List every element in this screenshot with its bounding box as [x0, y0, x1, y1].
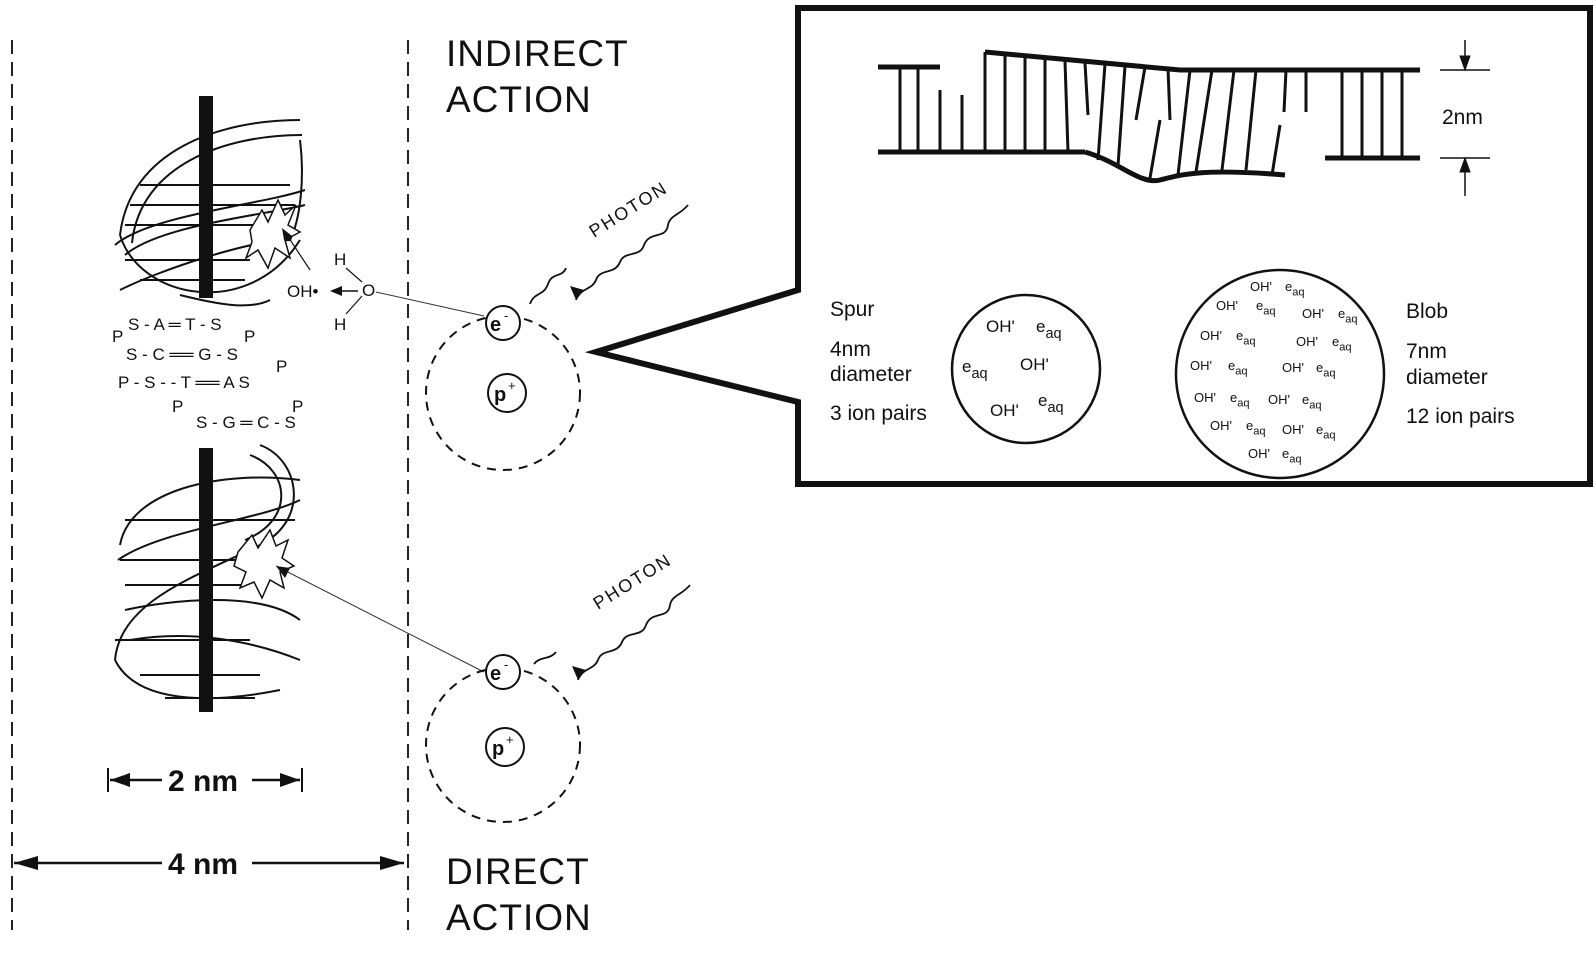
spur-electron-aq: eaq: [1038, 391, 1064, 416]
spur-oh-radical: OH': [1020, 355, 1049, 374]
seq-p: P: [244, 327, 255, 346]
blob-electron-aq: eaq: [1302, 392, 1322, 412]
photon-wave-top: [575, 204, 689, 301]
upper-damage-burst: [244, 198, 302, 270]
spur-diameter-label: diameter: [830, 363, 912, 386]
indirect-action-label-2: ACTION: [446, 79, 592, 120]
water-oxygen: O: [362, 281, 375, 300]
blob-electron-aq: eaq: [1332, 334, 1352, 354]
direct-atom: e - p +: [425, 654, 581, 823]
photon-arrow-top: [570, 286, 584, 300]
width-2nm-label: 2 nm: [168, 765, 238, 798]
blob-oh-radical: OH': [1282, 422, 1304, 437]
spur-electron-aq: eaq: [962, 357, 988, 382]
blob-oh-radical: OH': [1282, 360, 1304, 375]
proton-charge: +: [508, 378, 516, 393]
base-pair-sequence: P S - A ═ T - S P S - C ══ G - S P P - S…: [112, 315, 303, 432]
hydroxyl-radical-label: OH•: [287, 282, 319, 301]
direct-action-arrow: [276, 566, 290, 578]
blob-oh-radical: OH': [1200, 328, 1222, 343]
spur-oh-radical: OH': [986, 317, 1015, 336]
electron-label: e: [490, 663, 501, 685]
blob-oh-radical: OH': [1250, 279, 1272, 294]
spur-electron-aq: eaq: [1036, 317, 1062, 342]
electron-charge: -: [504, 308, 508, 323]
seq-p: P: [172, 397, 183, 416]
seq-row-3: P - S - - T ══ A S: [118, 373, 250, 392]
blob-diameter-value: 7nm: [1406, 340, 1447, 363]
photon-label-top: PHOTON: [586, 177, 672, 241]
blob-oh-radical: OH': [1216, 298, 1238, 313]
blob-electron-aq: eaq: [1246, 418, 1266, 438]
direct-action-label-2: ACTION: [446, 897, 592, 938]
spur-oh-radical: OH': [990, 401, 1019, 420]
indirect-atom: e - p +: [425, 305, 581, 471]
proton-charge: +: [506, 732, 514, 747]
blob-electron-aq: eaq: [1338, 306, 1358, 326]
blob-electron-aq: eaq: [1230, 390, 1250, 410]
seq-row-1: S - A ═ T - S: [128, 315, 222, 334]
blob-oh-radical: OH': [1194, 390, 1216, 405]
water-h-bottom: H: [334, 315, 346, 334]
proton-label: p: [492, 738, 504, 760]
electron-to-dna-line: [275, 565, 485, 673]
blob-electron-aq: eaq: [1316, 422, 1336, 442]
width-4nm-label: 4 nm: [168, 848, 238, 881]
blob-oh-radical: OH': [1268, 392, 1290, 407]
width-4nm-indicator: 4 nm: [14, 848, 404, 881]
blob-diameter-label: diameter: [1406, 366, 1488, 389]
blob-oh-radical: OH': [1248, 446, 1270, 461]
seq-row-4: S - G ═ C - S: [196, 413, 296, 432]
blob-oh-radical: OH': [1210, 418, 1232, 433]
electron-to-water-line: [375, 291, 485, 317]
width-2nm-indicator: 2 nm: [107, 765, 303, 798]
spur-diameter-value: 4nm: [830, 338, 871, 361]
dna-strand-break-schematic: [878, 49, 1420, 184]
seq-p: P: [276, 357, 287, 376]
seq-row-2: S - C ══ G - S: [126, 345, 238, 364]
water-h-top: H: [334, 250, 346, 269]
dna-lower-axis: [199, 448, 213, 712]
seq-p: P: [112, 327, 123, 346]
blob-ion-pairs: 12 ion pairs: [1406, 405, 1515, 428]
dna-upper-axis: [199, 96, 213, 298]
blob-panel: Blob 7nm diameter 12 ion pairs OH'eaqOH'…: [1174, 268, 1515, 480]
blob-electron-aq: eaq: [1282, 446, 1302, 466]
spur-ion-pairs: 3 ion pairs: [830, 402, 927, 425]
seq-p: P: [292, 397, 303, 416]
spur-circle: [950, 293, 1102, 445]
inset-scale-indicator: [1440, 40, 1490, 196]
blob-circle: [1174, 268, 1386, 480]
proton-label: p: [494, 384, 506, 406]
indirect-action-label-1: INDIRECT: [446, 33, 629, 74]
photon-arrow-bottom: [572, 666, 586, 680]
blob-title: Blob: [1406, 300, 1448, 323]
lower-damage-burst: [233, 528, 296, 600]
photon-wave-top-left: [529, 267, 567, 305]
photon-wave-bottom-left: [533, 651, 557, 665]
blob-oh-radical: OH': [1296, 334, 1318, 349]
electron-label: e: [490, 314, 501, 336]
photon-wave-bottom: [577, 584, 691, 681]
blob-electron-aq: eaq: [1256, 298, 1276, 318]
blob-electron-aq: eaq: [1316, 360, 1336, 380]
direct-action-label-1: DIRECT: [446, 851, 590, 892]
blob-electron-aq: eaq: [1236, 328, 1256, 348]
electron-charge: -: [504, 657, 508, 672]
blob-electron-aq: eaq: [1228, 358, 1248, 378]
blob-oh-radical: OH': [1302, 306, 1324, 321]
photon-label-bottom: PHOTON: [590, 549, 676, 613]
blob-electron-aq: eaq: [1285, 279, 1305, 299]
spur-title: Spur: [830, 298, 874, 321]
water-molecule: H O H OH•: [282, 228, 375, 334]
blob-oh-radical: OH': [1190, 358, 1212, 373]
inset-scale-label: 2nm: [1442, 106, 1483, 129]
